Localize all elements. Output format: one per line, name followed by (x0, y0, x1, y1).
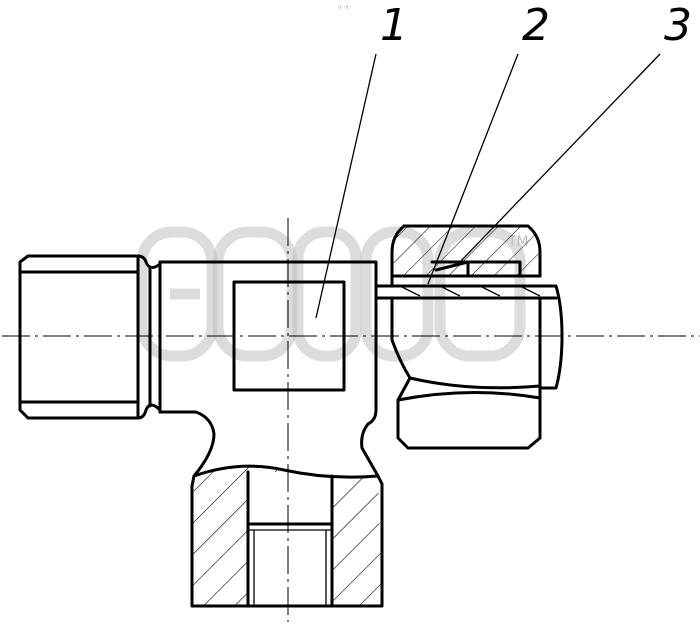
union-nut-outline (390, 296, 542, 450)
callout-3-label: 3 (664, 0, 692, 51)
watermark-tiny-text: ⓒ ⓔ (338, 4, 350, 11)
callout-2-leader (427, 53, 519, 285)
callout-2-label: 2 (522, 0, 550, 51)
callout-1-leader (315, 53, 377, 319)
callout-3-leader (459, 53, 661, 263)
bottom-port-section (190, 464, 384, 608)
callout-1-label: 1 (380, 0, 408, 51)
union-nut-section (390, 224, 542, 288)
tube (374, 284, 564, 390)
left-threaded-end (18, 254, 162, 420)
